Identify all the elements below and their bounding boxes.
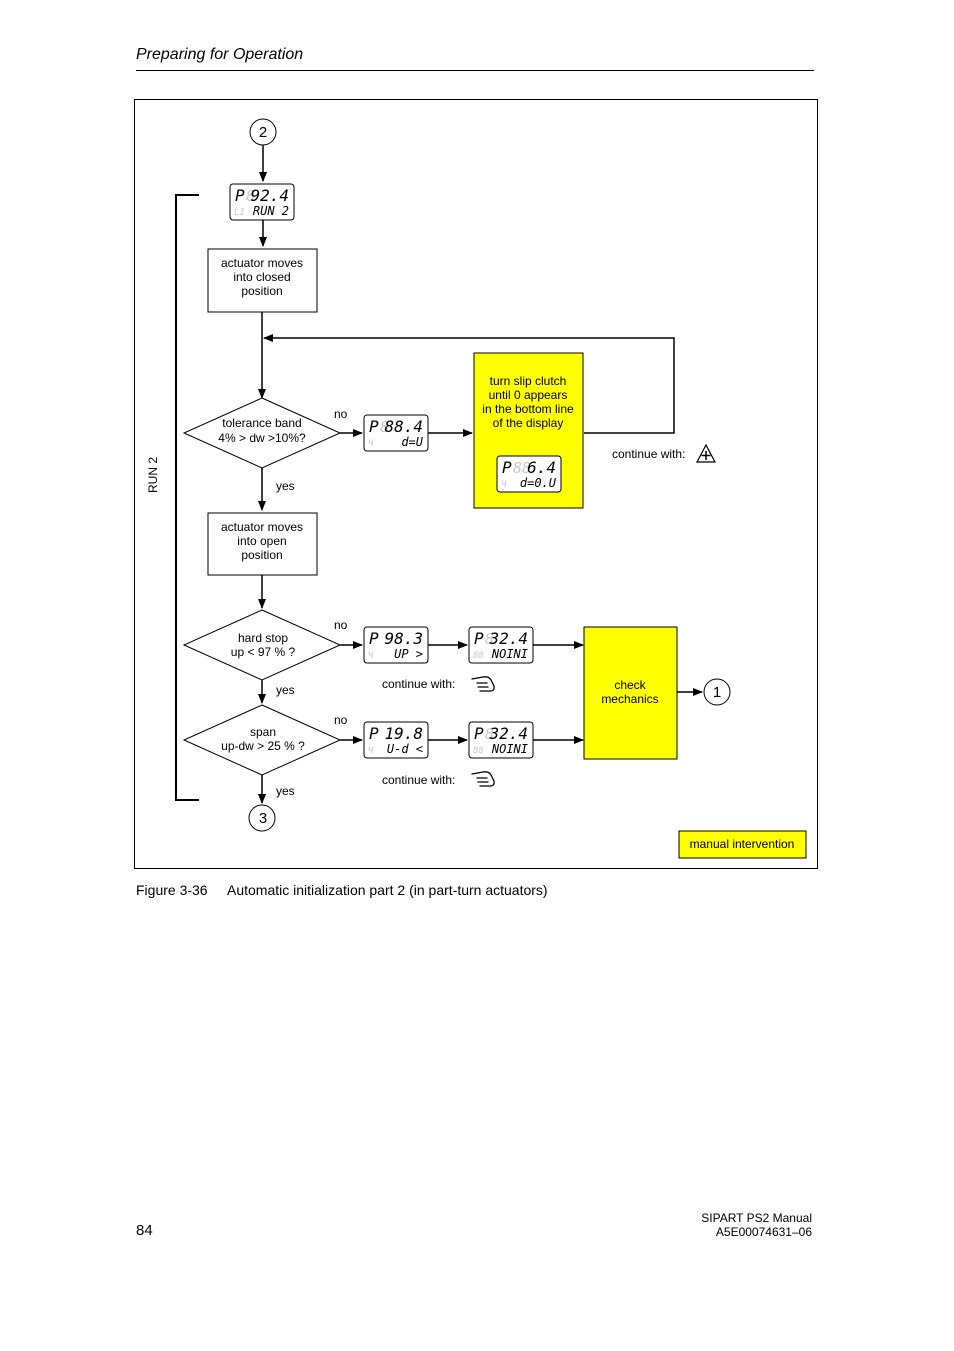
svg-text:LI: LI <box>234 208 245 218</box>
svg-text:P: P <box>369 417 379 436</box>
svg-text:up-dw > 25 % ?: up-dw > 25 % ? <box>221 739 305 753</box>
label-no-hardstop: no <box>334 618 348 632</box>
svg-text:P: P <box>474 724 484 743</box>
svg-text:8: 8 <box>380 418 389 436</box>
box-open-position: actuator moves into open position <box>207 512 318 576</box>
svg-text:88.4: 88.4 <box>384 417 423 436</box>
header-rule <box>136 70 814 71</box>
svg-text:Ч: Ч <box>368 439 374 449</box>
decision-hard-stop: hard stop up < 97 % ? <box>182 609 342 681</box>
lcd-tolerance: P 8 88.4 Ч d=U <box>363 414 429 452</box>
figure-caption: Figure 3-36 Automatic initialization part… <box>136 882 548 898</box>
svg-text:P: P <box>474 629 484 648</box>
svg-text:6.4: 6.4 <box>527 458 556 477</box>
plus-triangle-icon <box>696 443 716 463</box>
svg-text:until 0 appears: until 0 appears <box>489 388 568 402</box>
svg-text:88: 88 <box>473 651 484 661</box>
svg-text:span: span <box>250 725 276 739</box>
svg-text:Ч: Ч <box>368 651 374 661</box>
svg-text:19.8: 19.8 <box>384 724 423 743</box>
svg-text:position: position <box>241 284 282 298</box>
svg-text:8: 8 <box>485 725 494 743</box>
svg-text:8: 8 <box>485 630 494 648</box>
label-yes-span: yes <box>276 784 295 798</box>
svg-text:32.4: 32.4 <box>488 629 528 648</box>
continue-tolerance: continue with: <box>612 447 685 461</box>
svg-text:88: 88 <box>513 459 531 477</box>
lcd-span-1: P 19.8 Ч U-d < <box>363 721 429 759</box>
lcd-slip: P 88 6.4 Ч d=0.U <box>496 455 562 493</box>
decision-span: span up-dw > 25 % ? <box>182 704 342 776</box>
svg-text:8: 8 <box>246 187 255 205</box>
run2-bracket: RUN 2 <box>146 194 199 801</box>
box-closed-position: actuator moves into closed position <box>207 248 318 313</box>
svg-text:actuator moves: actuator moves <box>221 256 303 270</box>
footer-manual: SIPART PS2 Manual <box>701 1211 812 1225</box>
figure-frame <box>134 99 818 869</box>
svg-text:hard stop: hard stop <box>238 631 288 645</box>
continue-span: continue with: <box>382 773 455 787</box>
lcd-run2-bottom: RUN 2 <box>253 204 289 218</box>
svg-text:P: P <box>235 186 245 205</box>
page-header-title: Preparing for Operation <box>136 46 304 63</box>
connector-2-label: 2 <box>259 124 267 141</box>
loop-back-line <box>263 334 675 434</box>
svg-text:P: P <box>502 458 512 477</box>
label-no-span: no <box>334 713 348 727</box>
svg-text:P: P <box>369 724 379 743</box>
connector-3: 3 <box>248 804 276 832</box>
hand-icon <box>471 771 495 787</box>
svg-text:32.4: 32.4 <box>488 724 528 743</box>
continue-hardstop: continue with: <box>382 677 455 691</box>
svg-text:4% > dw >10%?: 4% > dw >10%? <box>218 431 306 445</box>
svg-text:of the display: of the display <box>493 416 564 430</box>
svg-text:tolerance band: tolerance band <box>222 416 301 430</box>
svg-text:d=U: d=U <box>401 435 423 449</box>
svg-text:d=0.U: d=0.U <box>520 476 557 490</box>
svg-text:turn slip clutch: turn slip clutch <box>490 374 567 388</box>
decision-tolerance: tolerance band 4% > dw >10%? <box>182 397 342 469</box>
box-check-mechanics: check mechanics <box>583 626 678 760</box>
bracket-label: RUN 2 <box>146 457 160 493</box>
svg-text:98.3: 98.3 <box>384 629 423 648</box>
svg-text:into open: into open <box>237 534 286 548</box>
figure-number: Figure 3-36 <box>136 882 208 898</box>
svg-text:actuator moves: actuator moves <box>221 520 303 534</box>
page-number: 84 <box>136 1222 153 1239</box>
svg-text:NOINI: NOINI <box>491 742 528 756</box>
svg-text:3: 3 <box>259 810 267 827</box>
footer-info: SIPART PS2 Manual A5E00074631–06 <box>620 1211 812 1239</box>
figure-caption-text: Automatic initialization part 2 (in part… <box>227 882 548 898</box>
svg-text:Ч: Ч <box>368 746 374 756</box>
svg-text:P: P <box>369 629 379 648</box>
connector-2: 2 <box>249 118 277 146</box>
lcd-span-2: P 8 32.4 88 NOINI <box>468 721 534 759</box>
svg-text:in the bottom line: in the bottom line <box>482 402 574 416</box>
svg-text:1: 1 <box>713 684 721 701</box>
label-yes-tolerance: yes <box>276 479 295 493</box>
svg-text:Ч: Ч <box>501 480 507 490</box>
lcd-hardstop-2: P 8 32.4 88 NOINI <box>468 626 534 664</box>
lcd-run2-top: 92.4 <box>250 186 289 205</box>
svg-text:88: 88 <box>473 746 484 756</box>
svg-text:manual intervention: manual intervention <box>690 837 795 851</box>
svg-text:UP >: UP > <box>394 647 423 661</box>
lcd-run2: P 8 92.4 LI RUN 2 <box>229 183 295 221</box>
svg-text:mechanics: mechanics <box>601 692 658 706</box>
svg-text:position: position <box>241 548 282 562</box>
svg-text:up < 97 % ?: up < 97 % ? <box>231 645 296 659</box>
legend-manual-intervention: manual intervention <box>678 830 807 859</box>
label-no-tolerance: no <box>334 407 348 421</box>
svg-text:into closed: into closed <box>233 270 290 284</box>
lcd-hardstop-1: P 98.3 Ч UP > <box>363 626 429 664</box>
footer-doc-id: A5E00074631–06 <box>715 1225 812 1239</box>
connector-1: 1 <box>703 678 731 706</box>
svg-text:NOINI: NOINI <box>491 647 528 661</box>
svg-text:U-d <: U-d < <box>387 742 423 756</box>
label-yes-hardstop: yes <box>276 683 295 697</box>
hand-icon <box>471 676 495 692</box>
svg-text:check: check <box>614 678 646 692</box>
